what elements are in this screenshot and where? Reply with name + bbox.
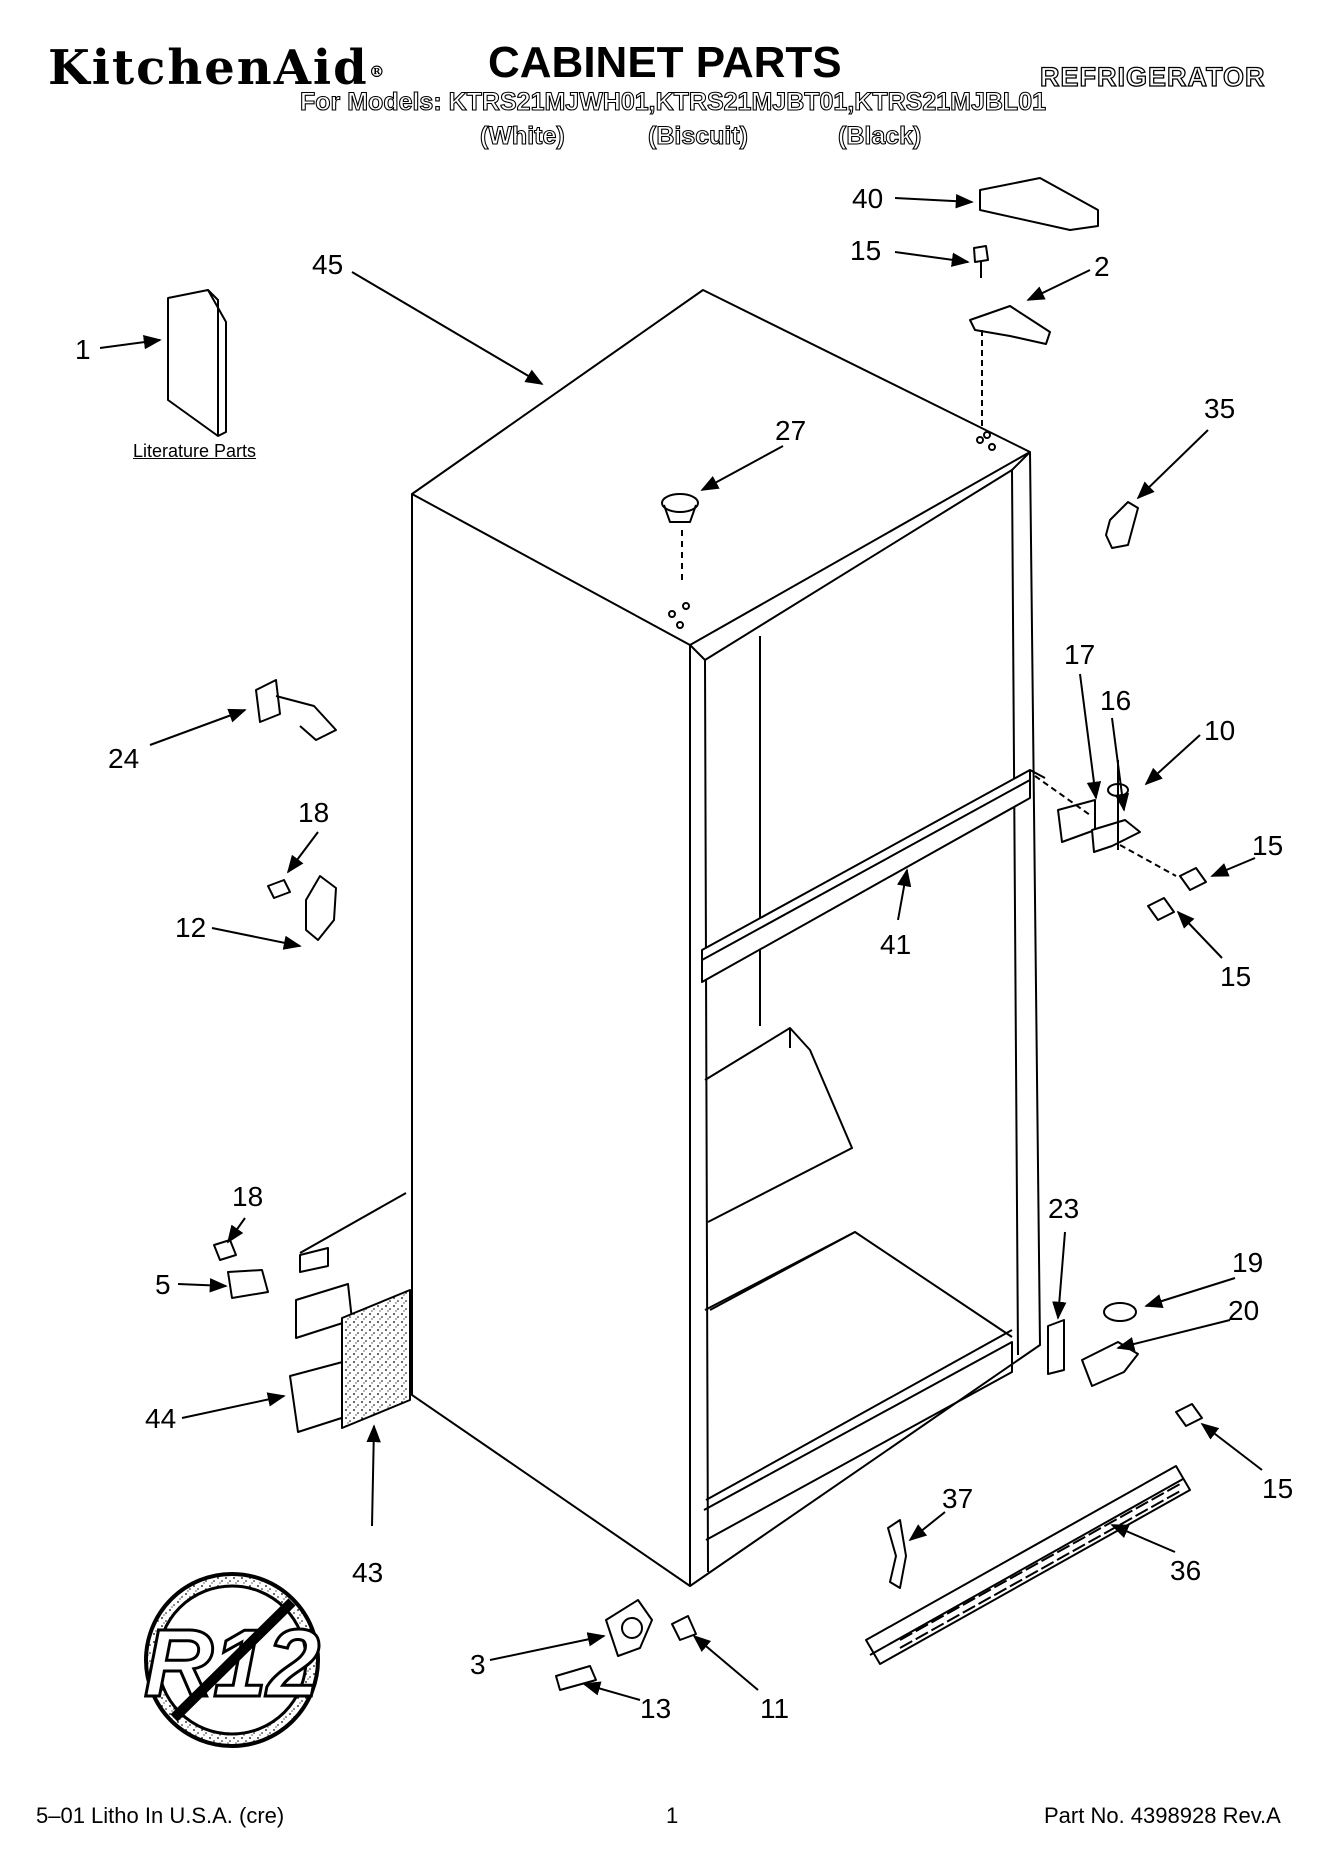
variant-black: (Black) xyxy=(837,121,922,150)
callout-17: 17 xyxy=(1064,639,1095,670)
callout-3: 3 xyxy=(470,1649,486,1680)
footer-litho: 5–01 Litho In U.S.A. (cre) xyxy=(36,1803,285,1828)
page-title: CABINET PARTS xyxy=(488,38,842,87)
callout-13: 13 xyxy=(640,1693,671,1724)
callout-18-lower: 18 xyxy=(232,1181,263,1212)
callout-24: 24 xyxy=(108,743,139,774)
callout-41: 41 xyxy=(880,929,911,960)
top-hinge-bracket xyxy=(969,305,1051,345)
footer-part-number: Part No. 4398928 Rev.A xyxy=(1044,1803,1281,1828)
callout-19: 19 xyxy=(1232,1247,1263,1278)
variant-biscuit: (Biscuit) xyxy=(647,121,748,150)
callout-1: 1 xyxy=(75,334,91,365)
literature-booklet xyxy=(167,289,227,437)
callout-16: 16 xyxy=(1100,685,1131,716)
callout-11: 11 xyxy=(760,1693,789,1724)
callout-20: 20 xyxy=(1228,1295,1259,1326)
no-r12-symbol: R12 xyxy=(142,1572,322,1748)
callout-44: 44 xyxy=(145,1403,176,1434)
divider-rail xyxy=(701,769,1046,983)
center-hinge-assembly xyxy=(1034,760,1207,921)
callout-18-upper: 18 xyxy=(298,797,329,828)
grille-clip xyxy=(887,1519,907,1589)
footer-page-number: 1 xyxy=(666,1803,679,1828)
callout-2: 2 xyxy=(1094,251,1110,282)
toe-grille xyxy=(865,1465,1191,1665)
callout-27: 27 xyxy=(775,415,806,446)
top-plug xyxy=(661,493,699,580)
brand-logo: KitchenAid® xyxy=(48,40,387,96)
callout-43: 43 xyxy=(352,1557,383,1588)
literature-parts-label: Literature Parts xyxy=(133,441,257,461)
latch-12 xyxy=(267,875,337,941)
callout-35: 35 xyxy=(1204,393,1235,424)
callout-15-lower: 15 xyxy=(1262,1473,1293,1504)
callout-45: 45 xyxy=(312,249,343,280)
callout-12: 12 xyxy=(175,912,206,943)
lower-right-hinge xyxy=(1047,1302,1203,1427)
callout-5: 5 xyxy=(155,1269,171,1300)
top-hinge-cap xyxy=(979,177,1099,231)
callout-23: 23 xyxy=(1048,1193,1079,1224)
screw-top xyxy=(973,245,989,278)
callout-36: 36 xyxy=(1170,1555,1201,1586)
callout-40: 40 xyxy=(852,183,883,214)
callout-37: 37 xyxy=(942,1483,973,1514)
callout-labels: 40 15 2 45 1 35 27 17 16 10 15 15 24 18 … xyxy=(75,183,1293,1724)
insulation-pad xyxy=(341,1289,411,1429)
variant-white: (White) xyxy=(479,121,565,150)
callout-15-top: 15 xyxy=(850,235,881,266)
model-list: For Models: KTRS21MJWH01,KTRS21MJBT01,KT… xyxy=(299,87,1046,116)
hinge-cover-35 xyxy=(1105,501,1139,549)
callout-15-mid-b: 15 xyxy=(1220,961,1251,992)
door-stop-24 xyxy=(255,679,337,741)
front-roller xyxy=(555,1599,697,1691)
appliance-type: REFRIGERATOR xyxy=(1039,61,1266,92)
lower-left-hinge xyxy=(213,1239,355,1433)
callout-15-mid-a: 15 xyxy=(1252,830,1283,861)
svg-text:R12: R12 xyxy=(144,1610,320,1717)
leader-lines xyxy=(99,193,1263,1701)
callout-10: 10 xyxy=(1204,715,1235,746)
